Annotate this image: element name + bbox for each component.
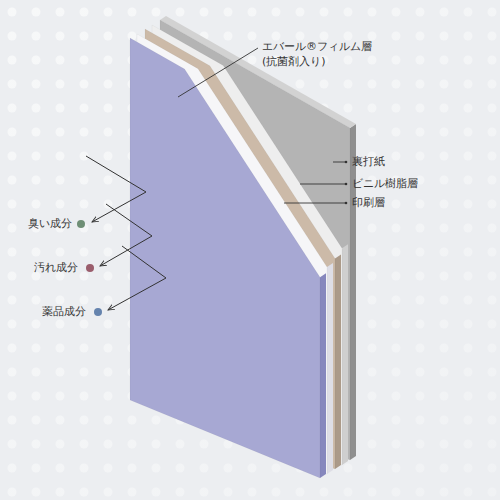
- layer-label: 臭い成分: [28, 216, 72, 231]
- layer-label: ビニル樹脂層: [352, 176, 418, 191]
- layer-label: エバール®フィルム層 (抗菌剤入り): [262, 39, 394, 69]
- penetration-arrow: [86, 156, 146, 222]
- layer-side: [342, 244, 348, 465]
- layer-label: 汚れ成分: [34, 260, 78, 275]
- leader-line: [333, 162, 345, 163]
- layer-side: [327, 263, 333, 474]
- penetration-arrow: [100, 204, 152, 266]
- leader-line: [178, 48, 258, 97]
- leader-line: [284, 203, 346, 204]
- component-dot: [94, 308, 102, 316]
- leader-dot: [345, 161, 348, 164]
- layer-face: [130, 38, 320, 478]
- layer-side: [320, 273, 326, 478]
- layer-label: 薬品成分: [42, 304, 86, 319]
- layer-label: 裏打紙: [352, 154, 385, 169]
- leader-dot: [345, 183, 348, 186]
- layer-side: [335, 254, 341, 469]
- layer-side: [350, 124, 356, 460]
- penetration-arrow: [108, 246, 166, 310]
- component-dot: [86, 264, 94, 272]
- leader-line: [300, 184, 346, 185]
- eval-film-layer: [130, 38, 326, 478]
- layer-label: 印刷層: [352, 195, 385, 210]
- component-dot: [77, 220, 85, 228]
- leader-dot: [345, 202, 348, 205]
